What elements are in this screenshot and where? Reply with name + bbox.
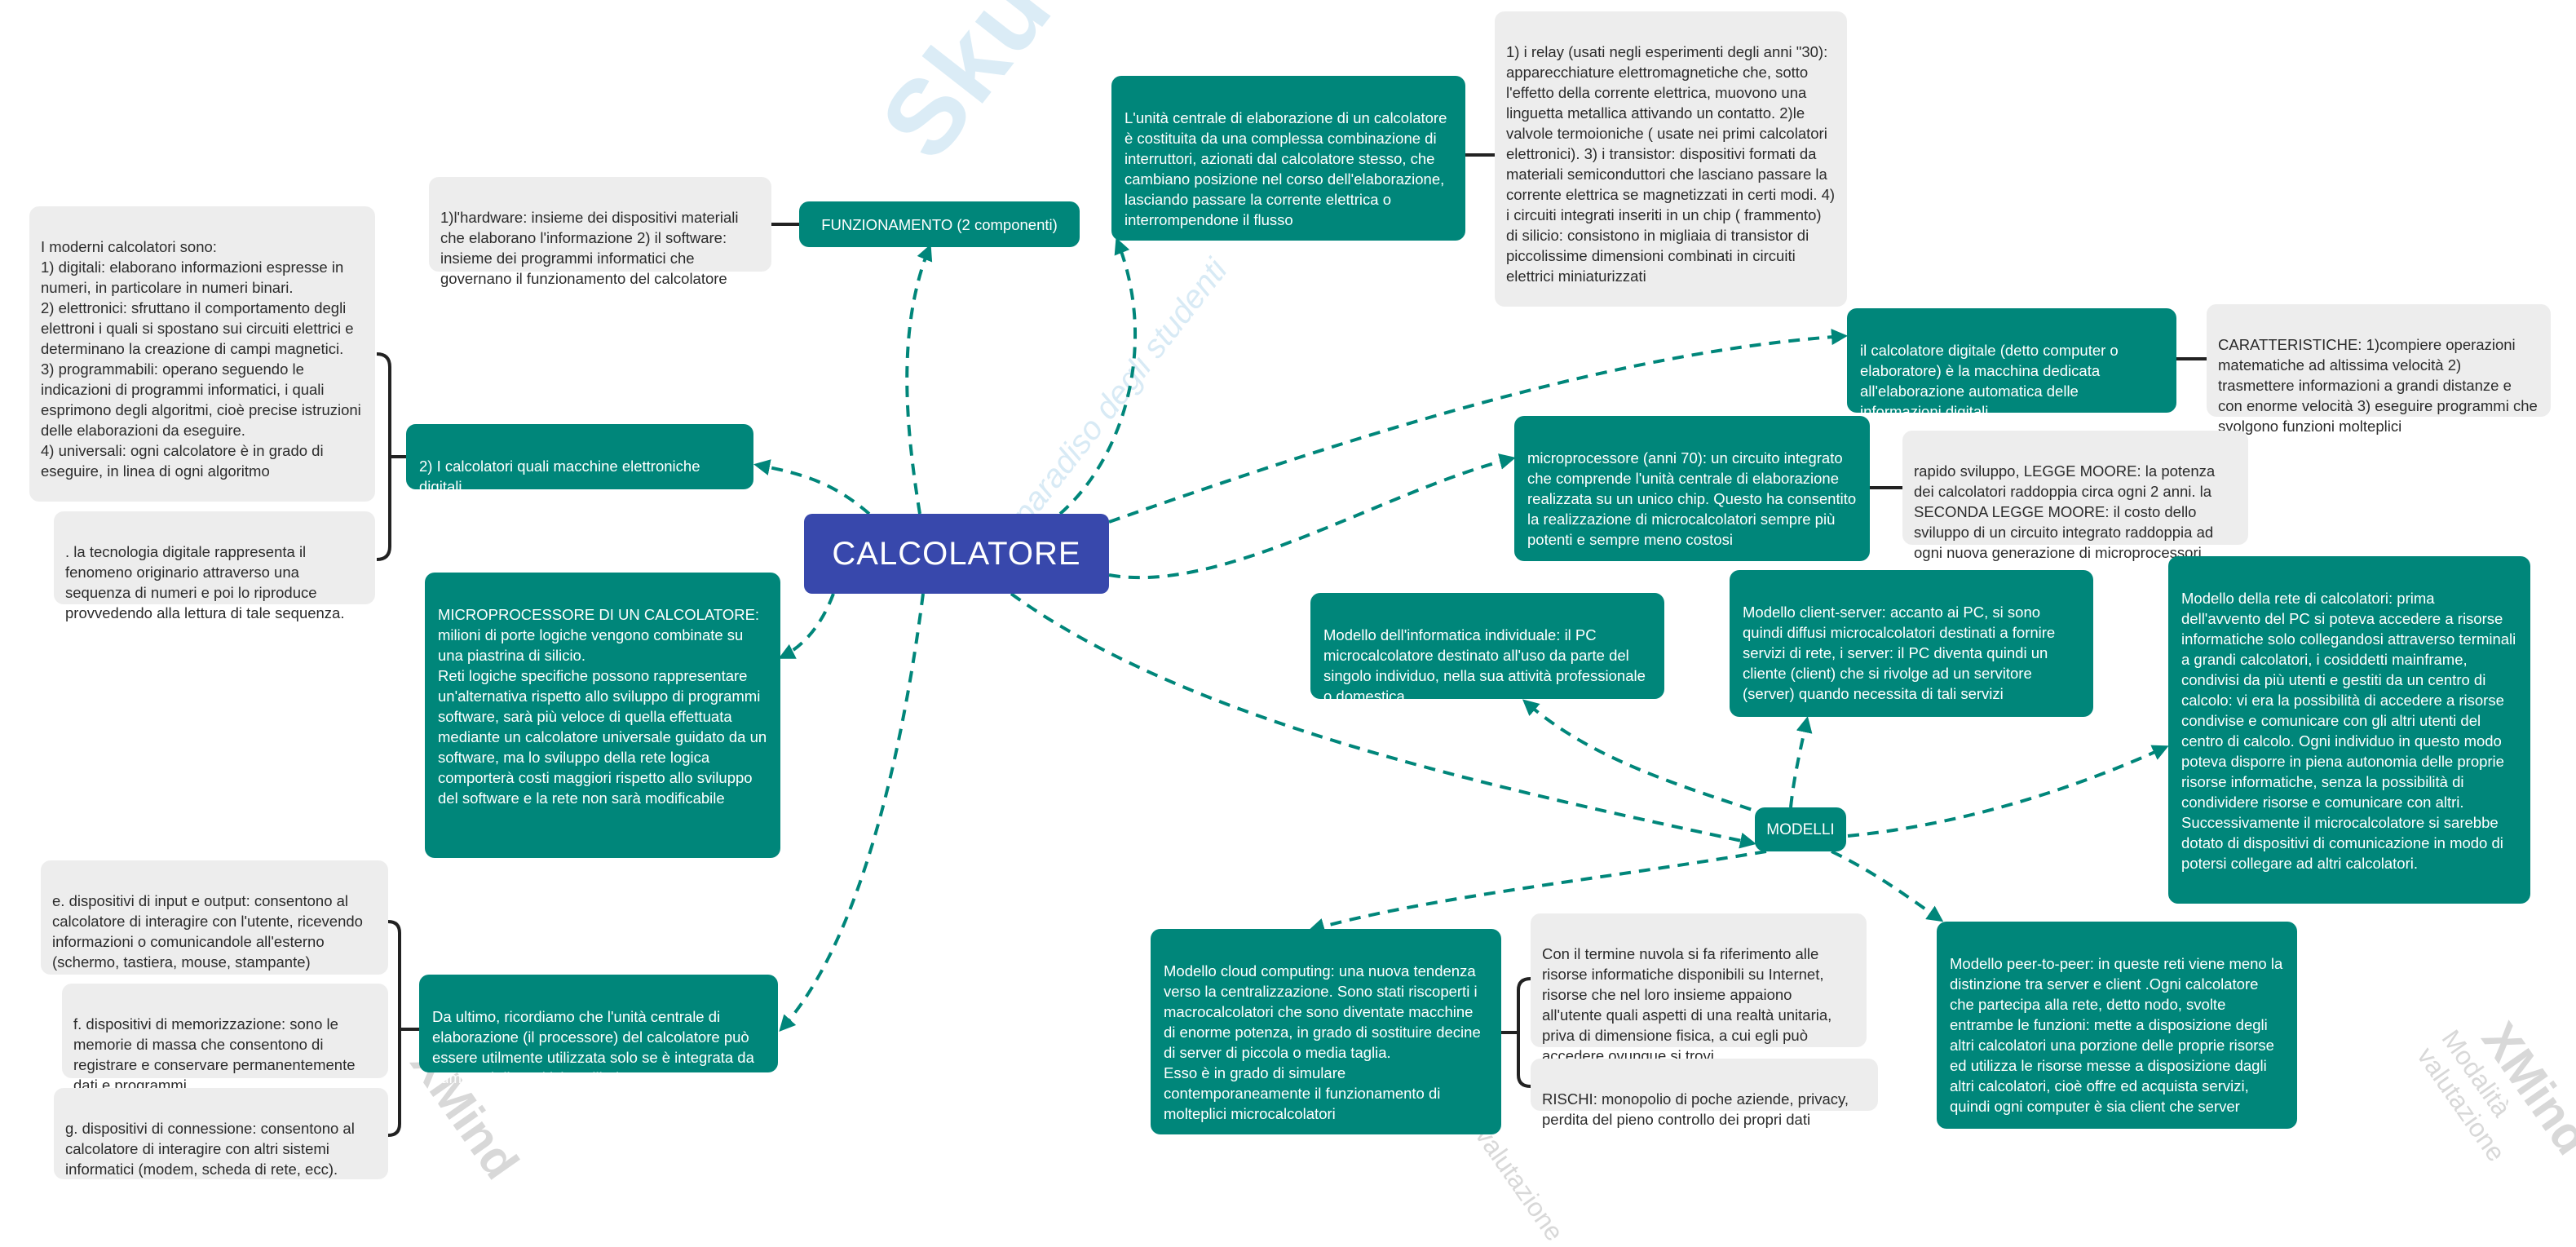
topic-text: Modello della rete di calcolatori: prima… — [2181, 590, 2516, 872]
connector-modelli-peer-to-peer — [1831, 850, 1944, 922]
topic-text: Modello peer-to-peer: in queste reti vie… — [1950, 955, 2283, 1115]
connector-root-microprocessore-calcolatore — [778, 593, 835, 659]
note-tecnologia-digitale[interactable]: . la tecnologia digitale rappresenta il … — [54, 511, 375, 621]
connector-root-dispositivi-ausiliari — [779, 593, 925, 1032]
topic-unita-centrale-interruttori[interactable]: L'unità centrale di elaborazione di un c… — [1111, 76, 1465, 241]
topic-funzionamento[interactable]: FUNZIONAMENTO (2 componenti) — [799, 201, 1080, 247]
bracket-cloud — [1501, 977, 1531, 1088]
topic-text: L'unità centrale di elaborazione di un c… — [1125, 109, 1447, 228]
note-rischi[interactable]: RISCHI: monopolio di poche aziende, priv… — [1531, 1059, 1878, 1128]
connector-root-macchine — [753, 459, 871, 515]
note-text: g. dispositivi di connessione: consenton… — [65, 1120, 355, 1178]
connector-root-funzionamento — [905, 244, 933, 515]
topic-modello-client-server[interactable]: Modello client-server: accanto ai PC, si… — [1730, 570, 2093, 717]
connector-root-calcolatore-digitale — [1108, 329, 1848, 524]
central-topic-label: CALCOLATORE — [832, 535, 1081, 572]
note-evoluzione-componenti[interactable]: 1) i relay (usati negli esperimenti degl… — [1495, 11, 1847, 307]
note-text: RISCHI: monopolio di poche aziende, priv… — [1542, 1090, 1849, 1128]
note-text: rapido sviluppo, LEGGE MOORE: la potenza… — [1914, 462, 2216, 561]
topic-dispositivi-ausiliari[interactable]: Da ultimo, ricordiamo che l'unità centra… — [419, 975, 778, 1086]
bracket-dispositivi — [387, 920, 419, 1137]
topic-text: Modello dell'informatica individuale: il… — [1323, 626, 1646, 705]
note-input-output[interactable]: e. dispositivi di input e output: consen… — [41, 860, 388, 975]
connector-modelli-rete — [1847, 745, 2169, 838]
topic-modello-informatica-individuale[interactable]: Modello dell'informatica individuale: il… — [1310, 593, 1664, 705]
note-text: f. dispositivi di memorizzazione: sono l… — [73, 1015, 356, 1094]
note-memorizzazione[interactable]: f. dispositivi di memorizzazione: sono l… — [62, 984, 388, 1094]
connector-root-cpu — [1058, 237, 1138, 515]
topic-modello-cloud-computing[interactable]: Modello cloud computing: una nuova tende… — [1151, 929, 1501, 1134]
note-caratteristiche[interactable]: CARATTERISTICHE: 1)compiere operazioni m… — [2207, 304, 2551, 435]
note-text: 1)l'hardware: insieme dei dispositivi ma… — [440, 209, 739, 287]
topic-text: il calcolatore digitale (detto computer … — [1860, 342, 2119, 420]
note-text: I moderni calcolatori sono: 1) digitali:… — [41, 238, 361, 480]
note-nuvola[interactable]: Con il termine nuvola si fa riferimento … — [1531, 913, 1867, 1064]
topic-text: 2) I calcolatori quali macchine elettron… — [419, 458, 700, 495]
topic-label: MODELLI — [1766, 820, 1835, 838]
topic-modelli[interactable]: MODELLI — [1755, 807, 1846, 851]
note-text: CARATTERISTICHE: 1)compiere operazioni m… — [2218, 336, 2538, 435]
note-text: e. dispositivi di input e output: consen… — [52, 892, 363, 971]
topic-text: Da ultimo, ricordiamo che l'unità centra… — [432, 1008, 754, 1086]
connector-modelli-client-server — [1789, 716, 1813, 808]
topic-modello-rete-calcolatori[interactable]: Modello della rete di calcolatori: prima… — [2168, 556, 2530, 904]
bracket-macchine — [376, 352, 406, 561]
connector-modelli-informatica-individuale — [1522, 699, 1770, 817]
note-moderni-calcolatori[interactable]: I moderni calcolatori sono: 1) digitali:… — [29, 206, 375, 502]
topic-macchine-elettroniche-digitali[interactable]: 2) I calcolatori quali macchine elettron… — [406, 424, 753, 495]
note-hardware-software[interactable]: 1)l'hardware: insieme dei dispositivi ma… — [429, 177, 771, 287]
note-text: Con il termine nuvola si fa riferimento … — [1542, 945, 1832, 1064]
note-text: . la tecnologia digitale rappresenta il … — [65, 543, 345, 621]
connector-layer — [376, 153, 2207, 1137]
topic-text: Modello cloud computing: una nuova tende… — [1164, 962, 1481, 1122]
topic-modello-peer-to-peer[interactable]: Modello peer-to-peer: in queste reti vie… — [1937, 922, 2297, 1129]
note-legge-moore[interactable]: rapido sviluppo, LEGGE MOORE: la potenza… — [1902, 431, 2248, 561]
topic-microprocessore-anni-70[interactable]: microprocessore (anni 70): un circuito i… — [1514, 416, 1870, 561]
topic-text: microprocessore (anni 70): un circuito i… — [1527, 449, 1857, 548]
topic-label: FUNZIONAMENTO (2 componenti) — [821, 215, 1058, 233]
topic-microprocessore-calcolatore[interactable]: MICROPROCESSORE DI UN CALCOLATORE: milio… — [425, 573, 780, 858]
topic-text: Modello client-server: accanto ai PC, si… — [1743, 604, 2056, 702]
note-connessione[interactable]: g. dispositivi di connessione: consenton… — [54, 1088, 388, 1179]
note-text: 1) i relay (usati negli esperimenti degl… — [1506, 43, 1836, 285]
connector-root-modelli — [1010, 592, 1756, 849]
central-topic-calcolatore[interactable]: CALCOLATORE — [804, 514, 1109, 594]
connector-root-microprocessore-70 — [1108, 453, 1516, 580]
topic-text: MICROPROCESSORE DI UN CALCOLATORE: milio… — [438, 606, 767, 807]
topic-calcolatore-digitale[interactable]: il calcolatore digitale (detto computer … — [1847, 308, 2176, 420]
